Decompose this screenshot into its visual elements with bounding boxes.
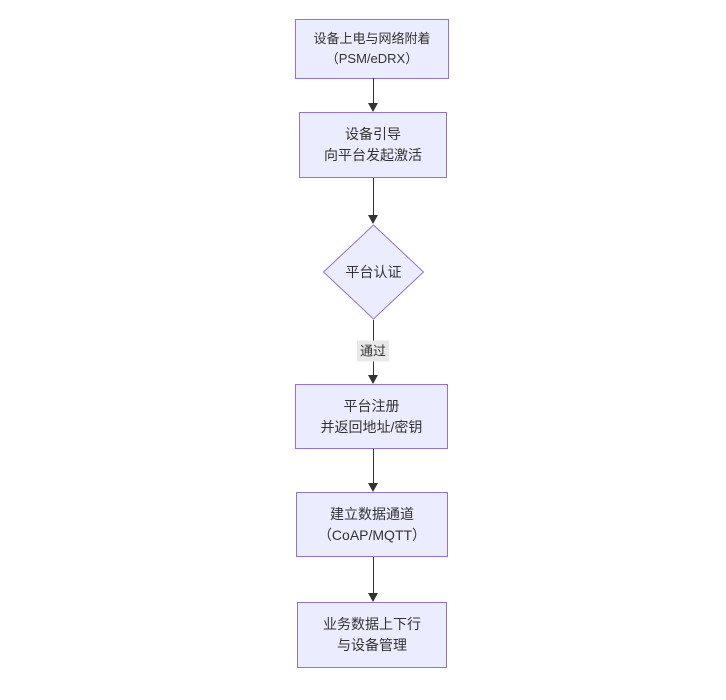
node-label-line: （PSM/eDRX） bbox=[325, 51, 419, 66]
node-power-network-attach: 设备上电与网络附着 （PSM/eDRX） bbox=[295, 19, 449, 79]
node-label-line: 平台注册 bbox=[343, 397, 400, 414]
node-platform-register: 平台注册 并返回地址/密钥 bbox=[295, 384, 448, 449]
arrow-shaft bbox=[372, 178, 374, 215]
node-platform-auth-decision: 平台认证 bbox=[322, 224, 425, 320]
node-label-line: 设备引导 bbox=[345, 126, 401, 142]
flow-arrow-2 bbox=[368, 178, 378, 224]
diamond-shape bbox=[322, 224, 425, 320]
flow-arrow-1 bbox=[368, 78, 378, 112]
node-label-line: 与设备管理 bbox=[337, 637, 407, 653]
node-label-line: 向平台发起激活 bbox=[324, 147, 422, 163]
arrow-down-icon bbox=[368, 375, 378, 384]
node-label-line: 设备上电与网络附着 bbox=[313, 31, 431, 46]
arrow-shaft bbox=[372, 557, 374, 593]
arrow-down-icon bbox=[368, 215, 378, 224]
node-data-channel: 建立数据通道 （CoAP/MQTT） bbox=[296, 492, 448, 557]
flow-arrow-4 bbox=[368, 449, 378, 492]
edge-label-pass: 通过 bbox=[356, 340, 390, 362]
flow-arrow-5 bbox=[368, 557, 378, 602]
arrow-shaft bbox=[372, 78, 374, 103]
node-label-line: 业务数据上下行 bbox=[323, 616, 421, 632]
node-business-data-mgmt: 业务数据上下行 与设备管理 bbox=[297, 602, 447, 668]
arrow-shaft bbox=[372, 449, 374, 483]
node-label-line: 建立数据通道 bbox=[330, 505, 414, 522]
node-label-line: 平台认证 bbox=[345, 264, 402, 280]
node-device-boot-activate: 设备引导 向平台发起激活 bbox=[299, 112, 447, 178]
arrow-down-icon bbox=[368, 103, 378, 112]
node-label-line: （CoAP/MQTT） bbox=[317, 526, 427, 543]
arrow-down-icon bbox=[368, 483, 378, 492]
node-label-line: 并返回地址/密钥 bbox=[320, 418, 423, 435]
arrow-down-icon bbox=[368, 593, 378, 602]
